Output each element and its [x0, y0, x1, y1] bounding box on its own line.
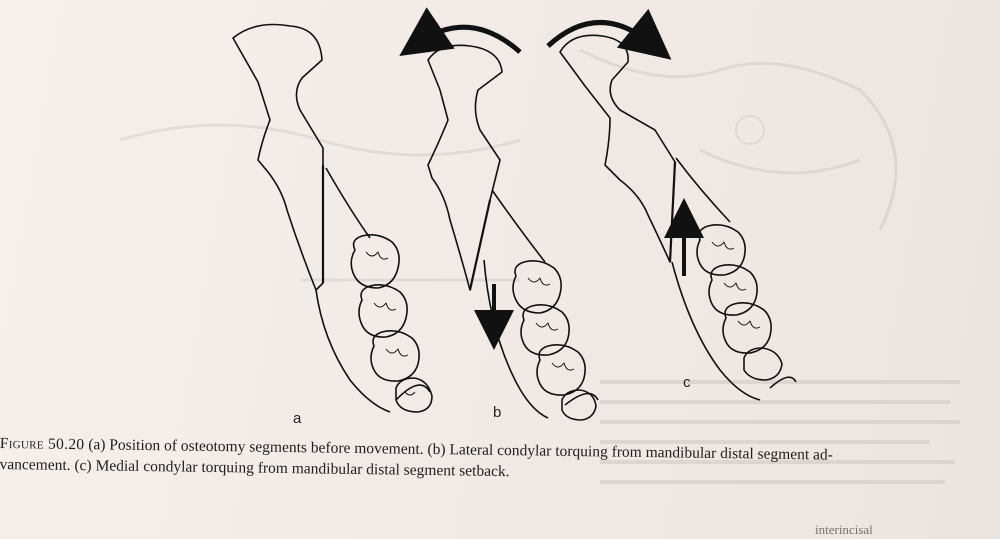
panel-c-diagram [546, 8, 797, 401]
bleed-through-text [600, 380, 960, 484]
panel-b-osteotomy-cut [468, 199, 492, 291]
panel-a-diagram [232, 23, 433, 413]
osteotomy-figure [232, 7, 797, 421]
molar [358, 284, 408, 338]
panel-b-teeth [512, 260, 597, 421]
molar [512, 260, 562, 314]
molar [350, 234, 400, 289]
panel-b-rotation-arrow [399, 7, 522, 57]
molar [370, 330, 420, 382]
panel-label-c: c [683, 374, 691, 391]
panel-label-b: b [493, 404, 502, 421]
panel-a-teeth [350, 234, 433, 413]
molar [520, 304, 570, 356]
panel-c-osteotomy-cut [668, 161, 677, 263]
panel-b-diagram [399, 7, 599, 421]
molar [743, 347, 783, 381]
panel-c-proximal-segment [559, 34, 676, 263]
panel-c-rotation-arrow [546, 8, 672, 60]
panel-b-distal-segment [483, 189, 549, 419]
panel-c-distal-segment [671, 157, 761, 401]
molar [708, 264, 758, 316]
bleed-through-image [119, 48, 898, 282]
panel-b-proximal-segment [427, 44, 503, 291]
panel-a-proximal-segment [232, 23, 324, 291]
panel-a-distal-segment [315, 167, 391, 413]
molar [696, 224, 746, 276]
molar [561, 389, 597, 421]
molar [722, 302, 772, 354]
panel-c-teeth [696, 224, 783, 381]
bottom-partial-text: interincisal [815, 522, 873, 537]
figure-number: Figure 50.20 [0, 434, 85, 454]
molar [536, 344, 586, 396]
molar [395, 377, 433, 413]
panel-label-a: a [293, 410, 302, 427]
